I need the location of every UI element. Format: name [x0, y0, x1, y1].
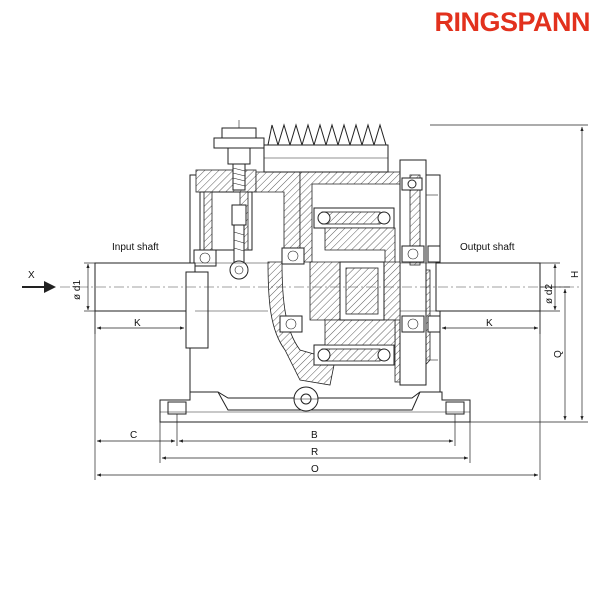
dim-k-left-label: K [134, 318, 141, 329]
bearings [193, 245, 441, 333]
logo-text: RINGSPANN [434, 7, 590, 37]
cooling-fins [263, 123, 389, 173]
dim-b-label: B [311, 430, 318, 441]
dim-d1: ø d1 [72, 262, 95, 312]
dim-o: O [96, 311, 541, 480]
input-shaft-label: Input shaft [112, 242, 159, 253]
dim-o-label: O [311, 464, 319, 475]
dim-k-right: K [439, 311, 541, 334]
dim-k-right-label: K [486, 318, 493, 329]
dim-c-label: C [130, 430, 137, 441]
ringspann-logo: RINGSPANN [385, 2, 590, 42]
dim-h-label: H [570, 271, 581, 278]
dim-b: B [178, 414, 456, 446]
dim-r: R [159, 422, 471, 463]
drain-plug [293, 386, 319, 412]
view-arrow-x [22, 281, 56, 293]
dim-h: H [430, 124, 588, 423]
worm-gear-assembly [309, 207, 401, 366]
adjusting-screw-assembly [213, 120, 265, 280]
dim-c: C [94, 311, 178, 480]
dim-r-label: R [311, 447, 318, 458]
dim-d2-label: ø d2 [544, 284, 555, 304]
output-shaft-label: Output shaft [460, 242, 515, 253]
dim-k-left: K [94, 311, 187, 334]
view-arrow-label: X [28, 270, 35, 281]
dim-d1-label: ø d1 [72, 280, 83, 300]
dim-q: Q [540, 286, 570, 421]
dim-q-label: Q [553, 350, 564, 358]
